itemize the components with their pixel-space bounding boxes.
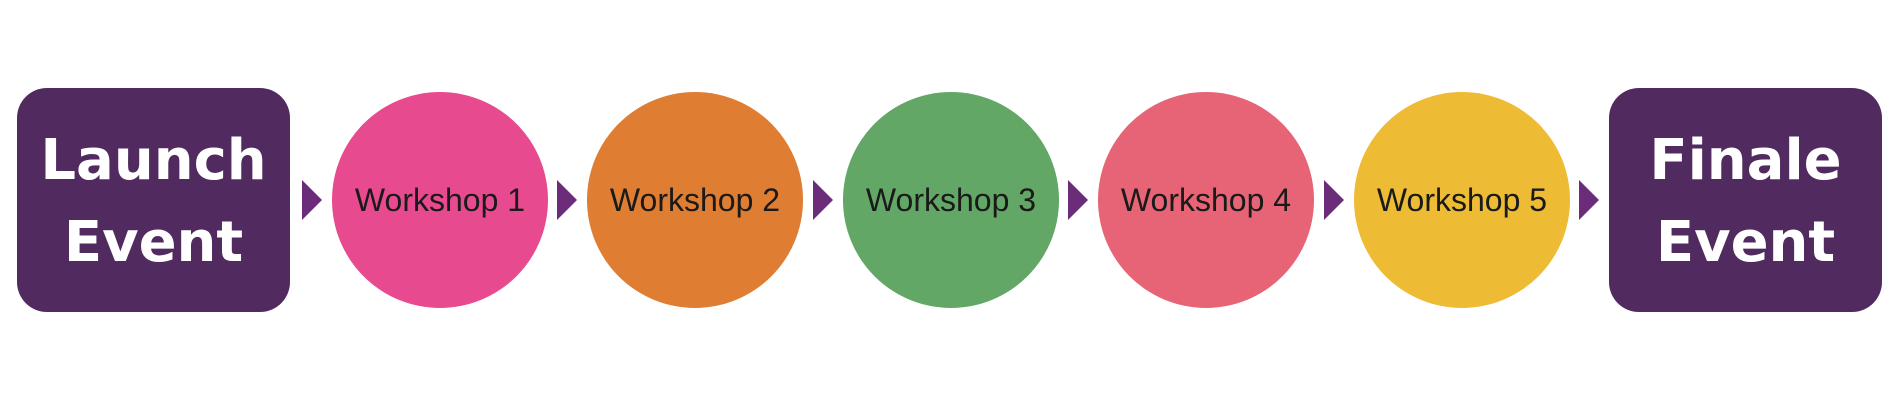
arrow-icon bbox=[1579, 180, 1599, 220]
workshop-3-circle: Workshop 3 bbox=[843, 92, 1059, 308]
arrow-icon bbox=[1068, 180, 1088, 220]
finale-event-box: Finale Event bbox=[1609, 88, 1882, 312]
workshop-5-label: Workshop 5 bbox=[1376, 181, 1548, 218]
arrow-icon bbox=[302, 180, 322, 220]
workshop-4-circle: Workshop 4 bbox=[1098, 92, 1314, 308]
workshop-1-circle: Workshop 1 bbox=[332, 92, 548, 308]
launch-event-label: Launch Event bbox=[40, 128, 267, 275]
arrow-icon bbox=[557, 180, 577, 220]
workshop-2-label: Workshop 2 bbox=[609, 181, 781, 218]
workshop-5-circle: Workshop 5 bbox=[1354, 92, 1570, 308]
arrow-icon bbox=[1324, 180, 1344, 220]
workshop-1-label: Workshop 1 bbox=[354, 181, 526, 218]
finale-event-label: Finale Event bbox=[1649, 128, 1842, 275]
arrow-icon bbox=[813, 180, 833, 220]
workshop-3-label: Workshop 3 bbox=[865, 181, 1037, 218]
workshop-2-circle: Workshop 2 bbox=[587, 92, 803, 308]
launch-event-box: Launch Event bbox=[17, 88, 290, 312]
workshop-4-label: Workshop 4 bbox=[1120, 181, 1292, 218]
